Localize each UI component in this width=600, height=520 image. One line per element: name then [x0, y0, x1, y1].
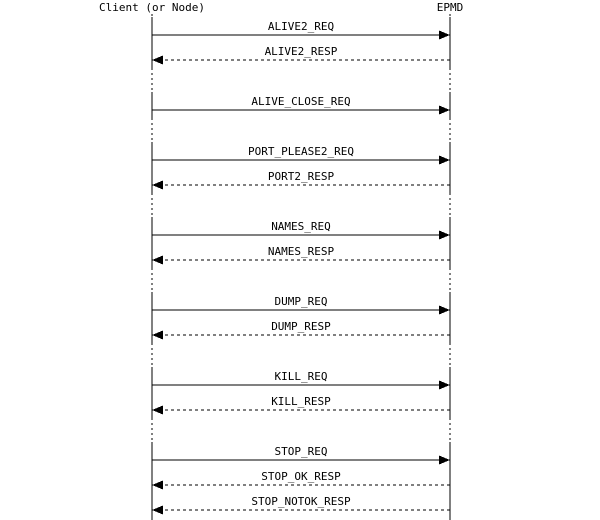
message-label: DUMP_REQ	[275, 295, 328, 308]
actor-label-epmd: EPMD	[437, 1, 464, 14]
message-names-req: NAMES_REQ	[152, 220, 450, 240]
message-alive-close-req: ALIVE_CLOSE_REQ	[152, 95, 450, 115]
arrowhead-right-icon	[439, 305, 450, 315]
arrowhead-left-icon	[152, 255, 163, 265]
message-dump-resp: DUMP_RESP	[152, 320, 450, 340]
message-label: ALIVE2_RESP	[265, 45, 338, 58]
arrowhead-right-icon	[439, 155, 450, 165]
arrowhead-left-icon	[152, 180, 163, 190]
arrowhead-right-icon	[439, 380, 450, 390]
message-group: ALIVE2_REQ ALIVE2_RESP ALIVE_CLOSE_REQ PORT…	[152, 20, 450, 515]
message-label: KILL_REQ	[275, 370, 328, 383]
arrowhead-right-icon	[439, 105, 450, 115]
message-label: STOP_NOTOK_RESP	[251, 495, 351, 508]
message-names-resp: NAMES_RESP	[152, 245, 450, 265]
actor-label-group: Client (or Node) EPMD	[99, 1, 463, 14]
arrowhead-left-icon	[152, 480, 163, 490]
message-label: NAMES_RESP	[268, 245, 335, 258]
message-label: ALIVE_CLOSE_REQ	[251, 95, 350, 108]
arrowhead-left-icon	[152, 405, 163, 415]
message-label: PORT2_RESP	[268, 170, 335, 183]
message-label: PORT_PLEASE2_REQ	[248, 145, 354, 158]
message-stop-notok-resp: STOP_NOTOK_RESP	[152, 495, 450, 515]
message-stop-ok-resp: STOP_OK_RESP	[152, 470, 450, 490]
message-alive2-req: ALIVE2_REQ	[152, 20, 450, 40]
message-label: STOP_REQ	[275, 445, 328, 458]
message-kill-resp: KILL_RESP	[152, 395, 450, 415]
arrowhead-left-icon	[152, 330, 163, 340]
arrowhead-right-icon	[439, 455, 450, 465]
arrowhead-left-icon	[152, 505, 163, 515]
message-label: KILL_RESP	[271, 395, 331, 408]
message-label: NAMES_REQ	[271, 220, 331, 233]
message-port2-resp: PORT2_RESP	[152, 170, 450, 190]
message-alive2-resp: ALIVE2_RESP	[152, 45, 450, 65]
arrowhead-right-icon	[439, 30, 450, 40]
arrowhead-right-icon	[439, 230, 450, 240]
message-dump-req: DUMP_REQ	[152, 295, 450, 315]
message-stop-req: STOP_REQ	[152, 445, 450, 465]
arrowhead-left-icon	[152, 55, 163, 65]
message-label: ALIVE2_REQ	[268, 20, 334, 33]
actor-label-client: Client (or Node)	[99, 1, 205, 14]
message-kill-req: KILL_REQ	[152, 370, 450, 390]
message-port-please2-req: PORT_PLEASE2_REQ	[152, 145, 450, 165]
message-label: STOP_OK_RESP	[261, 470, 341, 483]
message-label: DUMP_RESP	[271, 320, 331, 333]
